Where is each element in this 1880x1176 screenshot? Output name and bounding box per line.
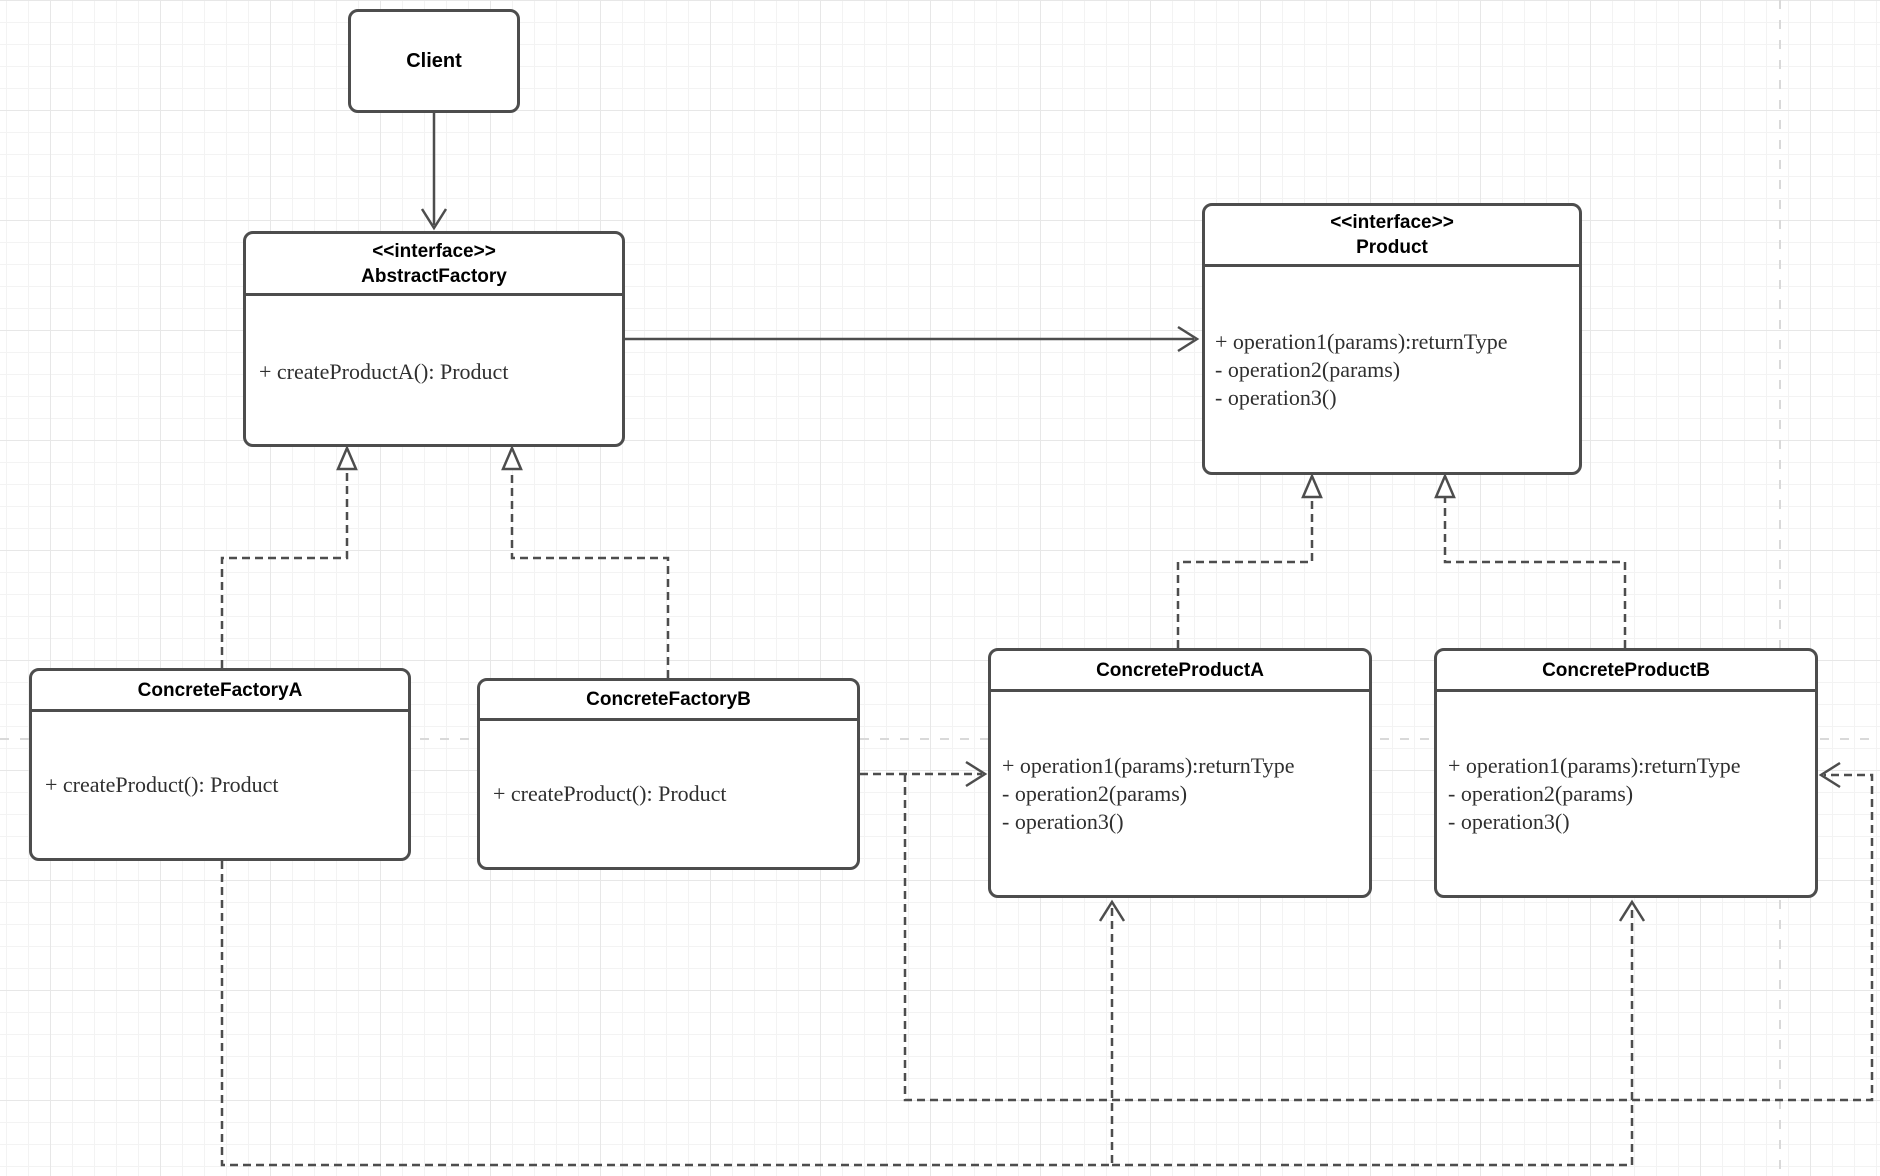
member-line: - operation3(): [1448, 808, 1570, 834]
member-line: - operation3(): [1002, 808, 1124, 834]
edge-concretefactorya-realizes-abstractfactory[interactable]: [220, 444, 358, 668]
open-arrowhead-icon: [1177, 325, 1200, 353]
member-line: + operation1(params):returnType: [1002, 752, 1295, 778]
class-concretefactorya[interactable]: ConcreteFactoryA + createProduct(): Prod…: [29, 668, 411, 861]
class-title: ConcreteFactoryA: [32, 671, 408, 712]
open-arrowhead-icon: [1818, 761, 1841, 789]
class-client[interactable]: Client: [348, 9, 520, 113]
class-members: + createProductA(): Product: [246, 296, 622, 447]
class-title: ConcreteProductB: [1437, 651, 1815, 692]
open-arrowhead-icon: [965, 760, 988, 788]
member-line: - operation3(): [1215, 384, 1337, 410]
class-members: + createProduct(): Product: [32, 712, 408, 858]
class-concreteproductb[interactable]: ConcreteProductB + operation1(params):re…: [1434, 648, 1818, 898]
class-concretefactoryb[interactable]: ConcreteFactoryB + createProduct(): Prod…: [477, 678, 860, 870]
class-product[interactable]: <<interface>> Product + operation1(param…: [1202, 203, 1582, 475]
stereotype-label: <<interface>>: [1330, 212, 1454, 233]
class-name: Client: [406, 49, 462, 72]
open-arrowhead-icon: [1098, 899, 1126, 922]
class-name: ConcreteProductB: [1542, 659, 1710, 681]
edge-concretefactoryb-creates-concreteproducta[interactable]: [860, 760, 988, 788]
member-line: - operation2(params): [1448, 780, 1634, 806]
class-members: + operation1(params):returnType - operat…: [1205, 267, 1579, 472]
class-abstractfactory[interactable]: <<interface>> AbstractFactory + createPr…: [243, 231, 625, 447]
member-line: - operation2(params): [1002, 780, 1188, 806]
hollow-triangle-arrowhead-icon: [1434, 472, 1456, 499]
class-name: ConcreteFactoryA: [137, 679, 303, 701]
edge-concreteproducta-realizes-product[interactable]: [1176, 472, 1323, 648]
hollow-triangle-arrowhead-icon: [336, 444, 358, 471]
hollow-triangle-arrowhead-icon: [501, 444, 523, 471]
class-members: + operation1(params):returnType - operat…: [991, 692, 1369, 895]
edge-concreteproductb-realizes-product[interactable]: [1434, 472, 1627, 648]
edge-concretefactorya-creates-concreteproducta[interactable]: [220, 861, 1126, 1167]
class-title: ConcreteFactoryB: [480, 681, 857, 721]
class-members: + createProduct(): Product: [480, 721, 857, 867]
member-line: + operation1(params):returnType: [1215, 328, 1508, 354]
class-title: ConcreteProductA: [991, 651, 1369, 692]
member-line: + createProductA(): Product: [259, 358, 509, 384]
class-name: Product: [1356, 237, 1428, 258]
class-name: AbstractFactory: [361, 265, 507, 287]
class-title: Client: [351, 12, 517, 110]
class-title: <<interface>> AbstractFactory: [246, 234, 622, 296]
edge-client-to-abstractfactory[interactable]: [420, 113, 448, 231]
open-arrowhead-icon: [420, 208, 448, 231]
member-line: + createProduct(): Product: [493, 781, 727, 806]
hollow-triangle-arrowhead-icon: [1301, 472, 1323, 499]
member-line: + operation1(params):returnType: [1448, 752, 1741, 778]
class-concreteproducta[interactable]: ConcreteProductA + operation1(params):re…: [988, 648, 1372, 898]
edge-abstractfactory-to-product[interactable]: [625, 325, 1200, 353]
edge-concretefactoryb-realizes-abstractfactory[interactable]: [501, 444, 670, 678]
class-name: ConcreteFactoryB: [586, 689, 751, 710]
class-members: + operation1(params):returnType - operat…: [1437, 692, 1815, 895]
class-name: ConcreteProductA: [1096, 659, 1264, 681]
class-title: <<interface>> Product: [1205, 206, 1579, 267]
stereotype-label: <<interface>>: [372, 240, 496, 262]
open-arrowhead-icon: [1618, 899, 1646, 922]
member-line: + createProduct(): Product: [45, 772, 279, 797]
member-line: - operation2(params): [1215, 356, 1401, 382]
edge-concretefactorya-creates-concreteproductb[interactable]: [1112, 899, 1646, 1167]
edge-concretefactoryb-creates-concreteproductb[interactable]: [903, 761, 1874, 1102]
